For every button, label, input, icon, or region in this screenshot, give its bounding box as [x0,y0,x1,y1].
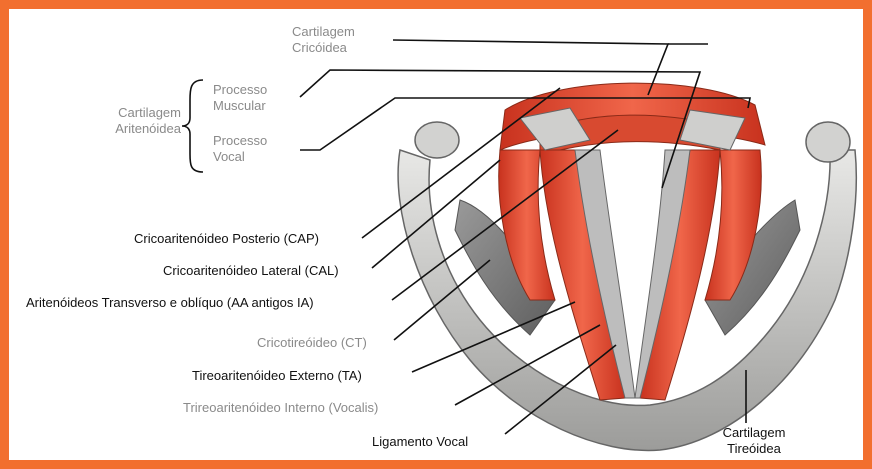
label-processo-vocal: Processo Vocal [213,133,267,165]
label-ligamento-vocal: Ligamento Vocal [372,434,468,450]
label-ct: Cricotireóideo (CT) [257,335,367,351]
label-aa: Aritenóideos Transverso e oblíquo (AA an… [26,295,314,311]
label-processo-muscular: Processo Muscular [213,82,267,114]
label-cap: Cricoaritenóideo Posterio (CAP) [134,231,319,247]
label-cartilagem-tireoidea: Cartilagem Tireóidea [709,425,799,457]
figure-frame: Cartilagem Cricóidea Cartilagem Aritenói… [9,9,863,460]
thyroid-cartilage [398,150,856,450]
right-superior-horn [806,122,850,162]
label-vocalis: Trireoaritenóideo Interno (Vocalis) [183,400,378,416]
label-cartilagem-aritenoidea: Cartilagem Aritenóidea [71,105,181,137]
label-cal: Cricoaritenóideo Lateral (CAL) [163,263,339,279]
label-cartilagem-cricoidea: Cartilagem Cricóidea [292,24,355,56]
left-superior-horn [415,122,459,158]
label-ta: Tireoaritenóideo Externo (TA) [192,368,362,384]
